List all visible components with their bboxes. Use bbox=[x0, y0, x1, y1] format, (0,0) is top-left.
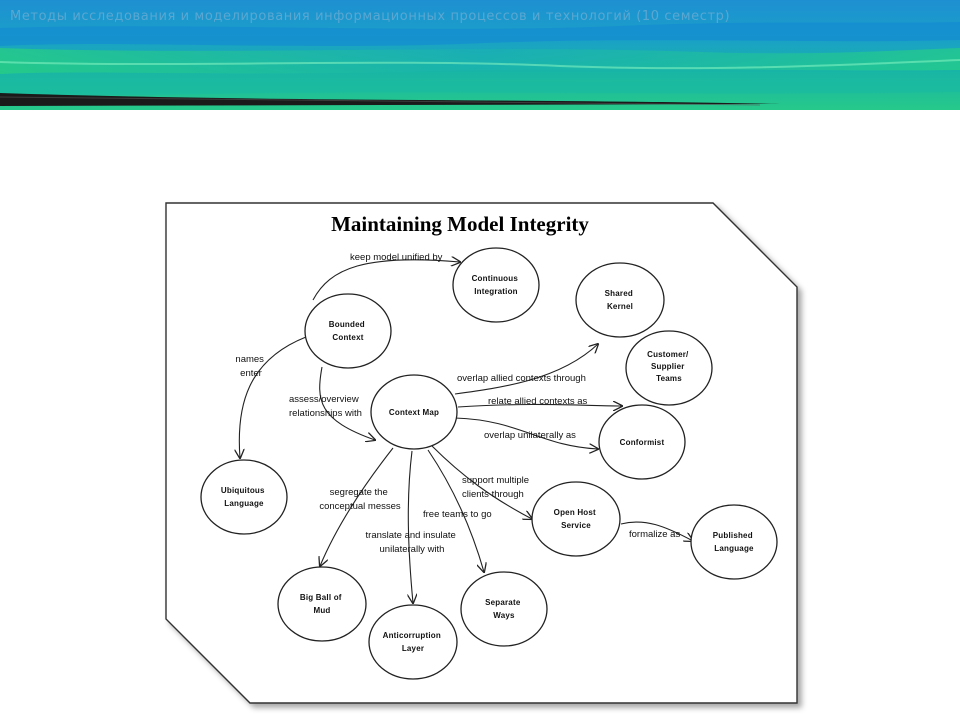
edge-keep-unified bbox=[312, 260, 460, 301]
label-overlap-allied: overlap allied contexts through bbox=[457, 373, 586, 384]
svg-text:segregate the conceptual: segregate the conceptual messes bbox=[319, 487, 401, 512]
svg-text:Customer/ Supplier: Customer/ Supplier Teams bbox=[647, 350, 691, 383]
svg-text:Ubiquitous Language: Ubiquitous Language bbox=[221, 486, 267, 508]
svg-text:Separate Ways: Separate Ways bbox=[485, 598, 523, 620]
svg-text:Big Ball of Mud: Big Ball of Mud bbox=[300, 593, 344, 615]
course-title: Методы исследования и моделирования инфо… bbox=[10, 9, 731, 24]
svg-text:Bounded Context: Bounded Context bbox=[329, 320, 368, 342]
label-overlap-unilaterally: overlap unilaterally as bbox=[484, 430, 576, 441]
edge-segregate bbox=[320, 447, 394, 566]
node-customer-supplier-teams: Customer/ Supplier Teams bbox=[625, 330, 713, 406]
label-conceptual-messes: conceptual messes bbox=[319, 501, 401, 512]
label-keep-unified: keep model unified by bbox=[350, 252, 443, 263]
node-open-host-service: Open Host Service bbox=[531, 481, 621, 557]
label-free-teams: free teams to go bbox=[423, 509, 492, 520]
svg-text:assess/overview relation: assess/overview relationships with bbox=[289, 394, 362, 419]
label-enter: enter bbox=[240, 368, 262, 379]
node-conformist: Conformist bbox=[598, 404, 686, 480]
svg-text:keep model unified by: keep model unified by bbox=[350, 252, 443, 263]
svg-text:Published Language: Published Language bbox=[713, 531, 755, 553]
label-relationships-with: relationships with bbox=[289, 408, 362, 419]
svg-text:Open Host Service: Open Host Service bbox=[554, 508, 599, 530]
edge-names-enter bbox=[239, 336, 307, 458]
svg-text:Shared Kernel: Shared Kernel bbox=[605, 289, 636, 311]
svg-text:Anticorruption Layer: Anticorruption Layer bbox=[383, 631, 444, 653]
node-big-ball-of-mud: Big Ball of Mud bbox=[277, 566, 367, 642]
svg-text:Continuous Integration: Continuous Integration bbox=[472, 274, 521, 296]
svg-text:formalize as: formalize as bbox=[629, 529, 680, 540]
svg-text:translate and insulate u: translate and insulate unilaterally with bbox=[366, 530, 459, 555]
label-formalize: formalize as bbox=[629, 529, 680, 540]
label-clients-through: clients through bbox=[462, 489, 524, 500]
svg-text:overlap allied contexts throug: overlap allied contexts through bbox=[457, 373, 586, 384]
svg-text:support multiple clients: support multiple clients through bbox=[462, 475, 532, 500]
banner-background bbox=[0, 0, 960, 110]
node-shared-kernel: Shared Kernel bbox=[575, 262, 665, 338]
edge-assess bbox=[319, 366, 375, 440]
edge-support-multiple bbox=[431, 445, 532, 519]
node-context-map: Context Map bbox=[370, 374, 458, 450]
node-bounded-context: Bounded Context bbox=[304, 293, 392, 369]
label-unilaterally-with: unilaterally with bbox=[380, 544, 445, 555]
node-anticorruption-layer: Anticorruption Layer bbox=[368, 604, 458, 680]
header-banner: Методы исследования и моделирования инфо… bbox=[0, 0, 960, 110]
edge-formalize bbox=[620, 521, 693, 541]
edge-overlap-unilaterally bbox=[454, 417, 598, 449]
label-translate: translate and insulate bbox=[366, 530, 456, 541]
node-separate-ways: Separate Ways bbox=[460, 571, 548, 647]
diagram-title: Maintaining Model Integrity bbox=[331, 212, 589, 236]
edge-relate-allied bbox=[457, 404, 622, 407]
node-continuous-integration: Continuous Integration bbox=[452, 247, 540, 323]
label-names: names bbox=[235, 354, 264, 365]
node-published-language: Published Language bbox=[690, 504, 778, 580]
svg-text:names enter: names enter bbox=[235, 354, 266, 379]
label-support-multiple: support multiple bbox=[462, 475, 529, 486]
node-ubiquitous-language: Ubiquitous Language bbox=[200, 459, 288, 535]
svg-text:Context Map: Context Map bbox=[389, 408, 439, 417]
svg-text:Conformist: Conformist bbox=[620, 438, 665, 447]
edge-translate bbox=[408, 450, 413, 603]
edge-overlap-allied bbox=[454, 344, 598, 395]
svg-text:overlap unilaterally as: overlap unilaterally as bbox=[484, 430, 576, 441]
label-assess: assess/overview bbox=[289, 394, 359, 405]
label-segregate: segregate the bbox=[330, 487, 388, 498]
svg-text:relate allied contexts as: relate allied contexts as bbox=[488, 396, 588, 407]
svg-text:free teams to go: free teams to go bbox=[423, 509, 492, 520]
edge-free-teams bbox=[427, 449, 484, 572]
label-relate-allied: relate allied contexts as bbox=[488, 396, 588, 407]
edge-labels: keep model unified by names enter assess… bbox=[235, 252, 680, 555]
